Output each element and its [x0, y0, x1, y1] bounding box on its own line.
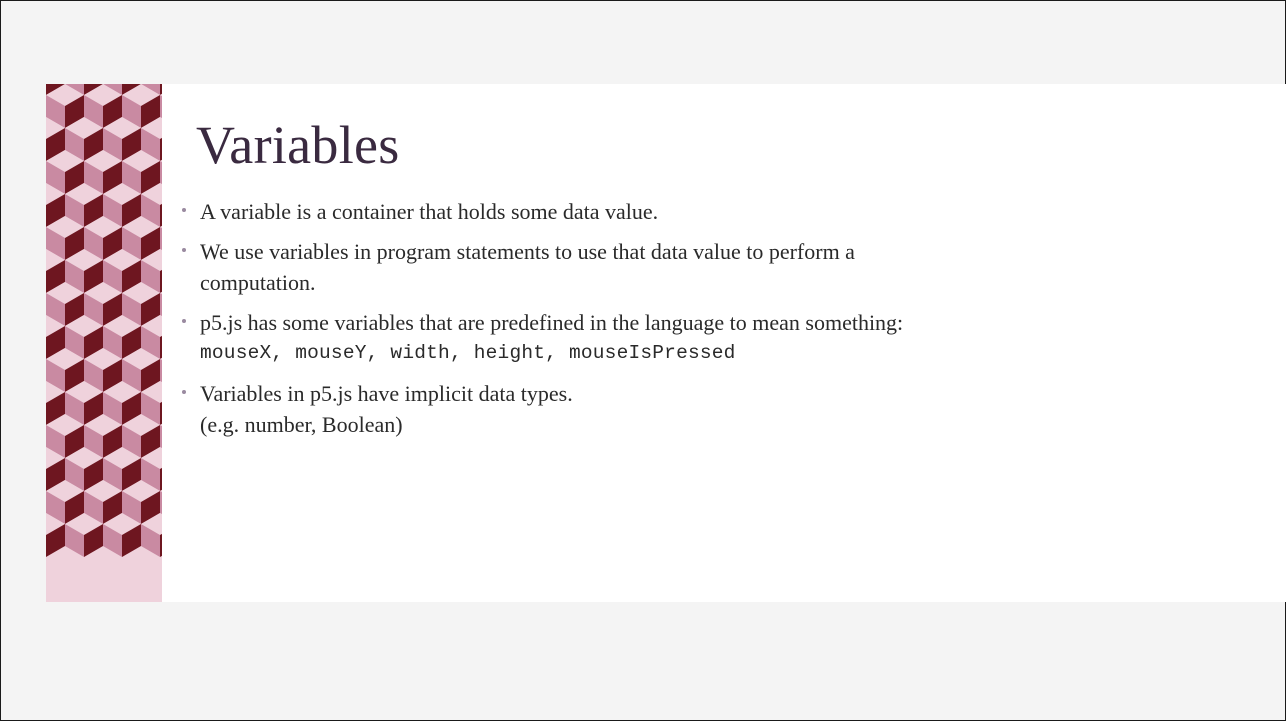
bullet-item-data-types: Variables in p5.js have implicit data ty… — [172, 378, 1252, 440]
bullet-text-continuation: (e.g. number, Boolean) — [200, 412, 403, 437]
bullet-text: A variable is a container that holds som… — [200, 199, 659, 224]
slide-title: Variables — [196, 115, 400, 175]
code-variable-list: mouseX, mouseY, width, height, mouseIsPr… — [200, 342, 736, 364]
bullet-dot-icon — [172, 236, 196, 267]
bullet-item-statements: We use variables in program statements t… — [172, 236, 1252, 298]
bullet-item-predefined: p5.js has some variables that are predef… — [172, 307, 1252, 369]
bullet-list: A variable is a container that holds som… — [172, 196, 1252, 449]
bullet-dot-icon — [172, 378, 196, 409]
bullet-text: Variables in p5.js have implicit data ty… — [200, 381, 573, 406]
bullet-dot-icon — [172, 196, 196, 227]
bullet-text: We use variables in program statements t… — [200, 239, 855, 264]
bullet-text: p5.js has some variables that are predef… — [200, 310, 904, 335]
bullet-text-continuation: computation. — [200, 270, 316, 295]
bullet-dot-icon — [172, 307, 196, 338]
cube-pattern-icon — [46, 84, 162, 602]
bullet-item-container: A variable is a container that holds som… — [172, 196, 1252, 227]
cube-pattern-decoration — [46, 84, 162, 602]
slide-content-panel — [46, 84, 1286, 602]
